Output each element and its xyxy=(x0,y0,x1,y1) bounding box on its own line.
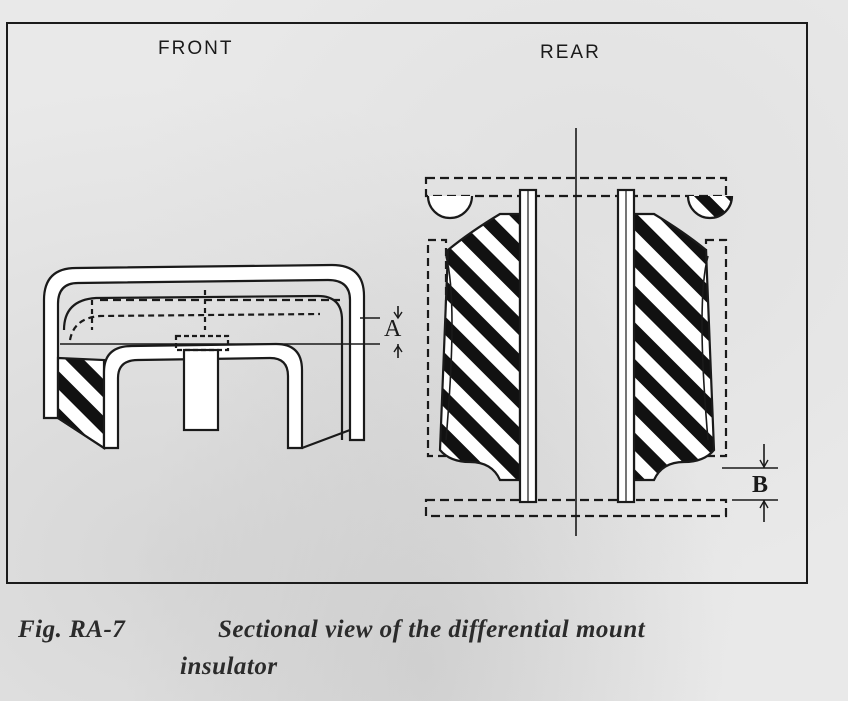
rear-right-rubber xyxy=(632,212,716,482)
figure-number: Fig. RA-7 xyxy=(18,616,126,643)
front-stud-bolt xyxy=(182,348,220,432)
figure-caption: Fig. RA-7 Sectional view of the differen… xyxy=(18,616,646,644)
front-outer-bracket xyxy=(42,263,366,442)
caption-line-1: Sectional view of the differential mount xyxy=(218,616,646,643)
dimension-a-label: A xyxy=(384,316,402,342)
front-inner-bracket xyxy=(62,294,344,440)
dimension-b-label: B xyxy=(752,472,769,498)
front-rubber-insulator xyxy=(56,356,106,451)
rear-left-rubber xyxy=(438,212,522,482)
figure-frame xyxy=(6,22,808,584)
front-view xyxy=(42,263,403,451)
rear-view xyxy=(424,128,778,536)
front-view-label: FRONT xyxy=(158,38,234,59)
caption-line-2: insulator xyxy=(180,653,278,680)
front-lower-bracket xyxy=(102,342,304,450)
rear-view-label: REAR xyxy=(540,42,601,63)
rear-top-plate xyxy=(424,176,728,198)
